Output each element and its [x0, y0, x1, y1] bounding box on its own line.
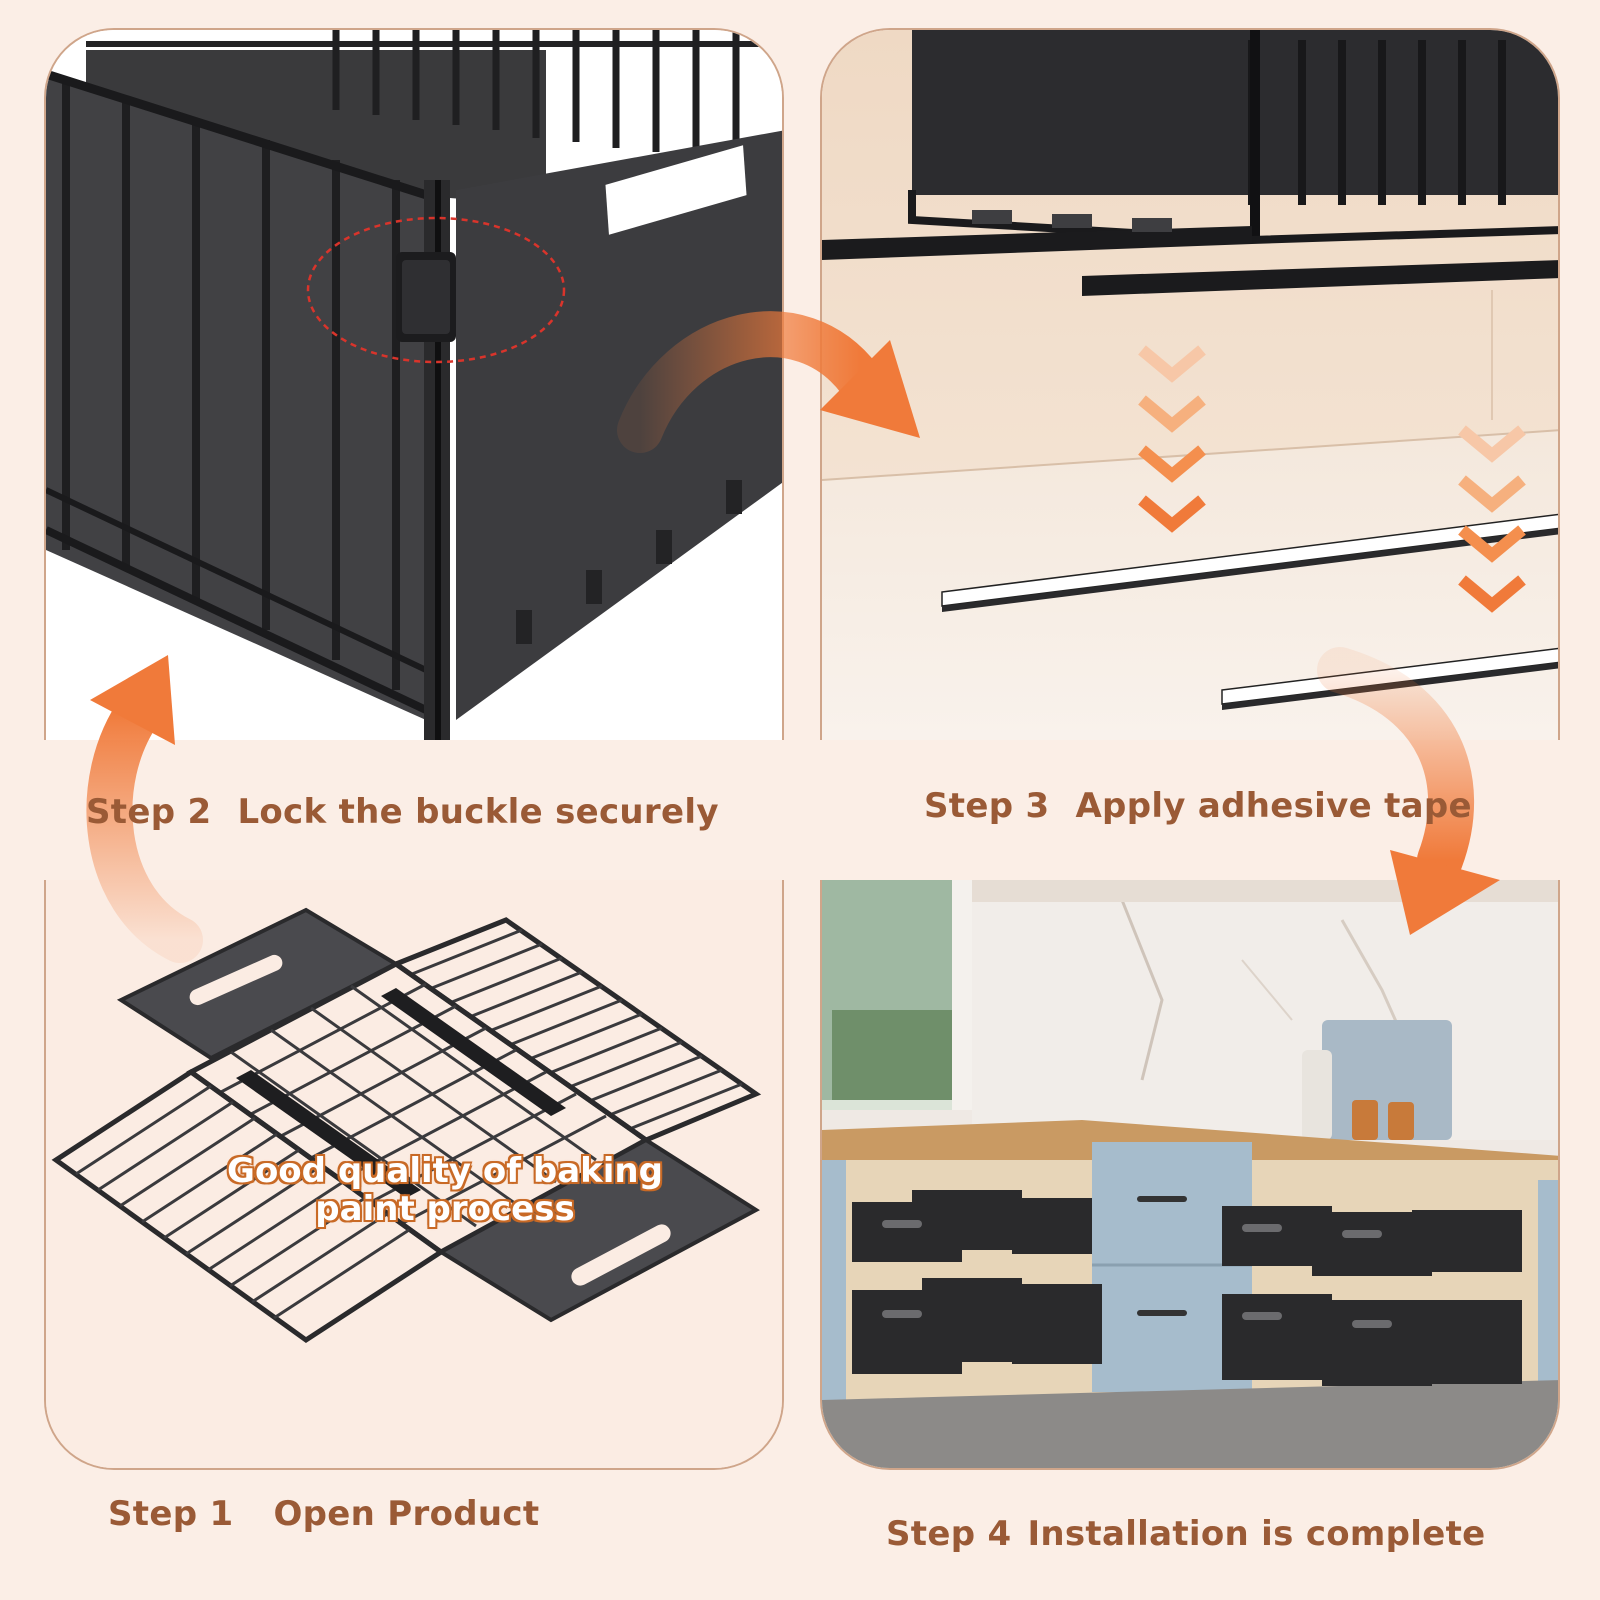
- step3-caption: Step 3 Apply adhesive tape: [924, 786, 1472, 826]
- step2-image-panel: [44, 28, 784, 740]
- flat-basket-illustration: [46, 880, 782, 1468]
- step4-label: Installation is complete: [1027, 1514, 1486, 1554]
- step1-image-panel: [44, 880, 784, 1470]
- kitchen-installation-photo: [822, 880, 1558, 1468]
- basket-buckle-closeup: [46, 30, 782, 740]
- step4-image-panel: [820, 880, 1560, 1470]
- adhesive-tape-illustration: [822, 30, 1558, 740]
- step2-number: Step 2: [86, 792, 212, 832]
- baking-paint-overlay-text: Good quality of baking paint process: [160, 1152, 730, 1228]
- chevron-down-icon: [1138, 345, 1206, 533]
- step3-number: Step 3: [924, 786, 1050, 826]
- step1-label: Open Product: [273, 1494, 540, 1534]
- step3-image-panel: [820, 28, 1560, 740]
- chevron-down-icon: [1458, 425, 1526, 613]
- overlay-line-1: Good quality of baking: [227, 1151, 663, 1191]
- step3-label: Apply adhesive tape: [1075, 786, 1472, 826]
- step4-caption: Step 4 Installation is complete: [886, 1514, 1486, 1554]
- step2-label: Lock the buckle securely: [237, 792, 719, 832]
- step1-caption: Step 1 Open Product: [108, 1494, 539, 1534]
- step2-caption: Step 2 Lock the buckle securely: [86, 792, 719, 832]
- overlay-line-2: paint process: [315, 1189, 575, 1229]
- step1-number: Step 1: [108, 1494, 234, 1534]
- step4-number: Step 4: [886, 1514, 1012, 1554]
